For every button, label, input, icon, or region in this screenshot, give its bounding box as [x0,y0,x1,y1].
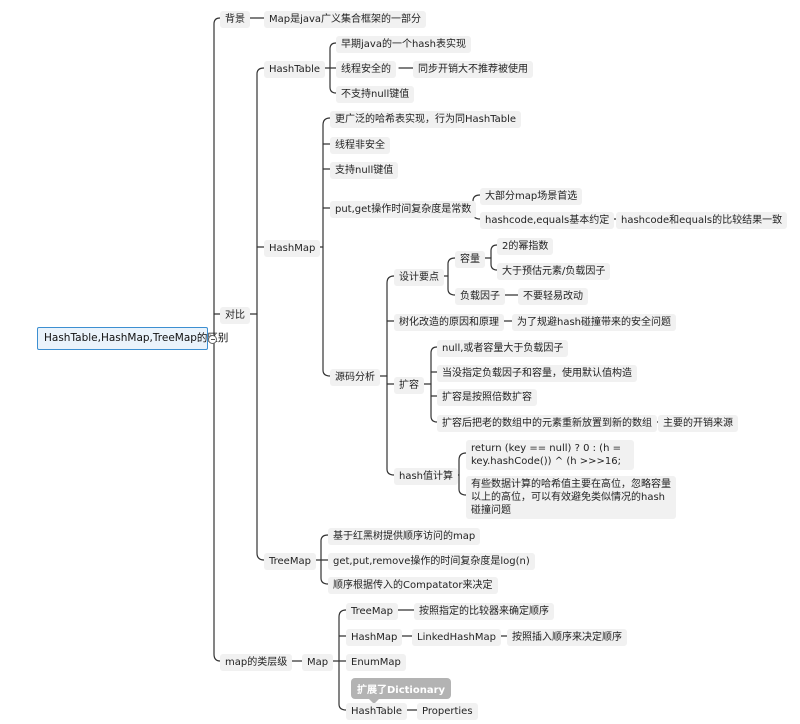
load-factor-note[interactable]: 不要轻易改动 [518,288,588,305]
capacity-item[interactable]: 2的幂指数 [497,238,554,255]
map-node[interactable]: Map [302,654,334,671]
linkedhashmap-note[interactable]: 按照插入顺序来决定顺序 [507,629,627,646]
hierarchy-node[interactable]: map的类层级 [220,654,293,671]
hashcalc-code[interactable]: return (key == null) ? 0 : (h = key.hash… [466,440,634,470]
resize-item[interactable]: 扩容是按照倍数扩容 [437,389,537,406]
treeify-note[interactable]: 为了规避hash碰撞带来的安全问题 [512,314,677,331]
complexity-child[interactable]: hashcode,equals基本约定 [480,212,615,229]
resize-item[interactable]: 当没指定负载因子和容量，使用默认值构造 [437,365,637,382]
treemap-item[interactable]: 顺序根据传入的Compatator来决定 [328,577,498,594]
resize-item[interactable]: 扩容后把老的数组中的元素重新放置到新的数组 [437,415,657,432]
hashtable-item[interactable]: 同步开销大不推荐被使用 [413,61,533,78]
hashcalc-node[interactable]: hash值计算 [394,468,459,485]
h-treemap-note[interactable]: 按照指定的比较器来确定顺序 [414,603,554,620]
linkedhashmap-node[interactable]: LinkedHashMap [412,629,501,646]
source-node[interactable]: 源码分析 [330,369,380,386]
design-node[interactable]: 设计要点 [394,269,444,286]
hashmap-item[interactable]: 线程非安全 [330,137,390,154]
complexity-child[interactable]: 大部分map场景首选 [480,188,583,205]
treemap-node[interactable]: TreeMap [264,553,316,570]
hashmap-item[interactable]: 支持null键值 [330,162,399,179]
resize-note[interactable]: 主要的开销来源 [658,415,738,432]
resize-node[interactable]: 扩容 [394,377,424,394]
enummap-node[interactable]: EnumMap [346,654,406,671]
treemap-item[interactable]: 基于红黑树提供顺序访问的map [328,528,481,545]
hashtable-item[interactable]: 不支持null键值 [336,86,415,103]
h-treemap-node[interactable]: TreeMap [346,603,398,620]
hashtable-item[interactable]: 线程安全的 [336,61,396,78]
background-text[interactable]: Map是java广义集合框架的一部分 [264,11,427,28]
h-hashtable-node[interactable]: HashTable [346,703,408,720]
hashtable-node[interactable]: HashTable [264,61,326,78]
treemap-item[interactable]: get,put,remove操作的时间复杂度是log(n) [328,553,535,570]
properties-node[interactable]: Properties [417,703,478,720]
hashtable-item[interactable]: 早期java的一个hash表实现 [336,36,471,53]
collapse-icon[interactable] [208,335,217,344]
dictionary-tag: 扩展了Dictionary [351,678,452,704]
hashmap-item[interactable]: put,get操作时间复杂度是常数 [330,201,477,218]
hashmap-node[interactable]: HashMap [264,240,321,257]
resize-item[interactable]: null,或者容量大于负载因子 [437,340,569,357]
hashcalc-note[interactable]: 有些数据计算的哈希值主要在高位，忽略容量以上的高位，可以有效避免类似情况的has… [466,476,676,519]
compare-node[interactable]: 对比 [220,307,250,324]
background-node[interactable]: 背景 [220,11,250,28]
hashmap-item[interactable]: 更广泛的哈希表实现，行为同HashTable [330,111,522,128]
root-node[interactable]: HashTable,HashMap,TreeMap的区别 [37,327,228,350]
treeify-node[interactable]: 树化改造的原因和原理 [394,314,504,331]
capacity-node[interactable]: 容量 [455,251,485,268]
h-hashmap-node[interactable]: HashMap [346,629,403,646]
complexity-child[interactable]: hashcode和equals的比较结果一致 [616,212,788,229]
load-factor-node[interactable]: 负载因子 [455,288,505,305]
capacity-item[interactable]: 大于预估元素/负载因子 [497,263,611,280]
